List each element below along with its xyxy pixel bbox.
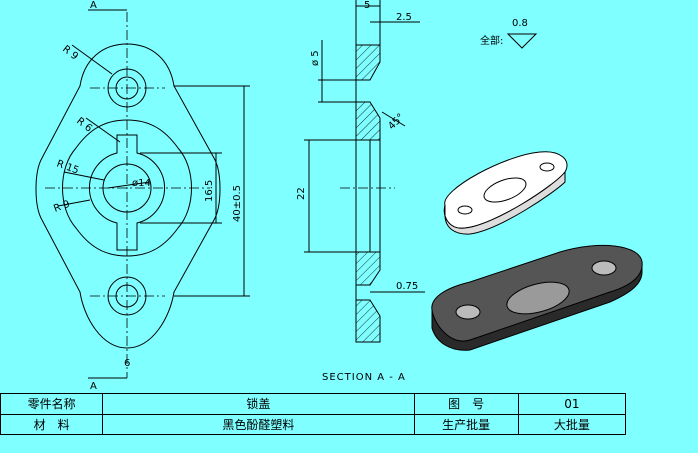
front-view: A A R 9 R 6 R 15 R 9 ø14 40±0.5 16.5 6	[35, 0, 250, 390]
section-hatch-lower-mid	[355, 251, 381, 286]
iso-small	[443, 151, 568, 235]
iso-small-side	[443, 170, 566, 235]
dim-16-5: 16.5	[204, 180, 215, 202]
dim-6: 6	[124, 358, 130, 369]
dim-r9-left: R 9	[52, 199, 71, 215]
iso-small-keyhole	[483, 177, 527, 203]
dim-r9-left-leader	[57, 199, 91, 207]
section-marker-top: A	[90, 0, 97, 11]
keyhole-inner-circle	[102, 163, 152, 213]
batch-value: 大批量	[517, 413, 627, 435]
iso-large-keyhole	[506, 281, 570, 315]
iso-large	[431, 244, 643, 351]
dim-r6-leader	[85, 117, 121, 143]
part-name-value: 锁盖	[102, 393, 415, 415]
iso-large-hole-left	[455, 304, 481, 320]
top-hole-outer	[107, 68, 147, 108]
roughness-symbol	[506, 33, 538, 49]
drawing-no-label: 图 号	[413, 393, 519, 415]
title-row-2: 材 料 黑色酚醛塑料 生产批量 大批量	[0, 413, 627, 435]
dim-45: 45°	[386, 112, 406, 132]
title-block: 零件名称 锁盖 图 号 01 材 料 黑色酚醛塑料 生产批量 大批量	[0, 393, 627, 435]
dim-r15-leader	[63, 171, 105, 181]
dim-r9-top: R 9	[60, 44, 80, 63]
surface-roughness: 全部: 0.8	[480, 18, 538, 49]
section-body-middle	[355, 139, 381, 253]
material-value: 黑色酚醛塑料	[102, 413, 415, 435]
section-view: 5 2.5 ø 5 45° 22 0.75 SECTION A - A	[296, 0, 425, 383]
iso-large-hole-right	[591, 260, 617, 276]
iso-small-hole-left	[457, 205, 473, 215]
drawing-canvas: A A R 9 R 6 R 15 R 9 ø14 40±0.5 16.5 6	[35, 0, 643, 390]
iso-small-hole-right	[539, 162, 555, 172]
dim-dia5: ø 5	[310, 50, 321, 66]
drawing-no-value: 01	[517, 393, 627, 415]
dim-dia14: ø14	[132, 178, 151, 189]
dim-r9-leader	[71, 44, 113, 75]
section-hatch-bottom	[355, 299, 381, 343]
dim-r15: R 15	[55, 158, 80, 176]
keyhole	[88, 134, 166, 251]
outer-contour	[35, 43, 221, 349]
top-hole-inner	[115, 76, 139, 100]
bottom-hole-outer	[107, 276, 147, 316]
section-caption: SECTION A - A	[322, 372, 406, 383]
part-name-label: 零件名称	[0, 393, 104, 415]
dim-0-75: 0.75	[396, 281, 418, 292]
title-row-1: 零件名称 锁盖 图 号 01	[0, 393, 627, 415]
surface-value: 0.8	[512, 18, 528, 29]
bottom-hole-inner	[115, 284, 139, 308]
inner-contour	[62, 119, 192, 257]
dim-dia14-leader	[107, 181, 151, 189]
section-marker-bottom: A	[90, 381, 97, 390]
section-hatch-top	[355, 44, 381, 81]
dim-5: 5	[364, 0, 370, 11]
material-label: 材 料	[0, 413, 104, 435]
section-hatch-upper-mid	[355, 101, 381, 141]
dim-45-leader	[381, 111, 406, 127]
dim-40: 40±0.5	[232, 185, 243, 222]
dim-2-5: 2.5	[396, 12, 412, 23]
dim-22: 22	[296, 187, 307, 200]
batch-label: 生产批量	[413, 413, 519, 435]
surface-label: 全部:	[480, 34, 503, 47]
